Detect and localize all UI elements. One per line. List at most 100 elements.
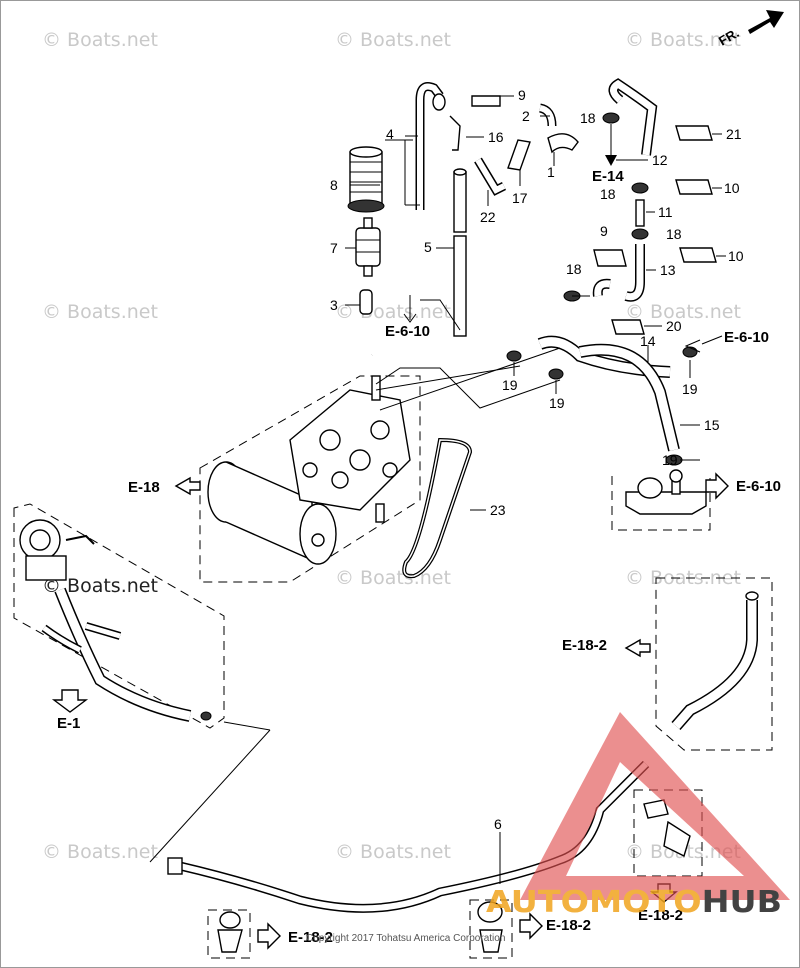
part-number: 19	[682, 381, 698, 397]
part-number: 11	[658, 204, 673, 220]
clamp-18	[602, 112, 620, 124]
fuel-hose-5	[453, 171, 467, 233]
ref-e-18-2: E-18-2	[638, 907, 683, 924]
part-number: 9	[518, 87, 526, 103]
ref-arrow	[705, 472, 729, 500]
watermark: © Boats.net	[625, 567, 741, 589]
watermark: © Boats.net	[625, 301, 741, 323]
logo-text-part1: AUTOMOTO	[486, 885, 702, 920]
watermark: © Boats.net	[42, 841, 158, 863]
clamp-19	[682, 346, 698, 358]
clamp-1	[547, 133, 579, 154]
ref-arrow	[519, 912, 543, 940]
copyright-text: Copyright 2017 Tohatsu America Corporati…	[306, 933, 505, 944]
part-number: 14	[640, 333, 656, 349]
part-number: 7	[330, 240, 338, 256]
clip-10	[675, 179, 713, 195]
fuel-filter-assembly	[345, 82, 579, 358]
joint-11	[635, 199, 645, 227]
ref-e-6-10: E-6-10	[724, 329, 769, 346]
clamp-19	[548, 368, 564, 380]
clip-20	[611, 319, 645, 335]
part-number: 19	[549, 395, 565, 411]
clamp-19	[506, 350, 522, 362]
carburetor-body	[289, 389, 411, 511]
ref-e-1: E-1	[57, 715, 80, 732]
part-number: 20	[666, 318, 682, 334]
ref-arrow	[51, 689, 89, 713]
ref-e-18-2: E-18-2	[546, 917, 591, 934]
ref-e-18-2: E-18-2	[288, 929, 333, 946]
part-number: 23	[490, 502, 506, 518]
part-number: 21	[726, 126, 742, 142]
ref-arrow	[624, 638, 651, 658]
watermark: © Boats.net	[42, 575, 158, 597]
vent-valve-base	[625, 491, 707, 515]
clip-9	[593, 249, 627, 267]
ref-e-18: E-18	[128, 479, 160, 496]
fuel-filter	[355, 227, 381, 267]
part-number: 18	[600, 186, 616, 202]
part-number: 13	[660, 262, 676, 278]
ref-e-14: E-14	[592, 168, 624, 185]
front-direction-indicator: FR.	[716, 10, 784, 49]
part-number: 18	[580, 110, 596, 126]
fuel-hose-3	[359, 289, 373, 315]
belt-23	[402, 437, 473, 579]
clip-dashed-box-left	[207, 909, 251, 959]
part-number: 16	[488, 129, 504, 145]
fuel-pump-17	[507, 139, 531, 171]
watermark: © Boats.net	[335, 29, 451, 51]
part-number: 22	[480, 209, 496, 225]
part-number: 15	[704, 417, 720, 433]
ref-e-6-10: E-6-10	[736, 478, 781, 495]
watermark: © Boats.net	[42, 29, 158, 51]
part-number: 19	[502, 377, 518, 393]
ref-e-6-10: E-6-10	[385, 323, 430, 340]
carburetor-assembly	[174, 347, 561, 583]
watermark: © Boats.net	[335, 841, 451, 863]
front-arrow-icon	[748, 10, 784, 34]
part-number: 6	[494, 816, 502, 832]
part-number: 3	[330, 297, 338, 313]
ref-arrow	[257, 922, 281, 950]
part-number-labels: 1 2 3 4 5 6 7 8 9 9 10 10 11 12 13 14 15…	[330, 87, 744, 832]
fuel-strainer	[349, 151, 383, 205]
part-number: 18	[666, 226, 682, 242]
watermark: © Boats.net	[335, 301, 451, 323]
part-number: 12	[652, 152, 668, 168]
part-number: 2	[522, 108, 530, 124]
part-number: 19	[662, 452, 678, 468]
part-number: 18	[566, 261, 582, 277]
logo-triangle-icon	[520, 712, 790, 900]
joint-16	[449, 115, 461, 151]
reference-labels: E-6-10 E-6-10 E-6-10 E-14 E-18 E-1 E-18-…	[57, 168, 781, 946]
part-number: 17	[512, 190, 528, 206]
ref-e-18-2: E-18-2	[562, 637, 607, 654]
part-number: 9	[600, 223, 608, 239]
part-number: 4	[386, 126, 394, 142]
logo-text-part2: HUB	[702, 885, 782, 920]
hose-dashed-box	[655, 577, 773, 751]
part-number: 5	[424, 239, 432, 255]
upper-right-hoses	[506, 78, 726, 531]
clamp-18	[631, 228, 649, 240]
left-fuel-pump	[13, 503, 225, 729]
part-number: 10	[724, 180, 740, 196]
part-number: 8	[330, 177, 338, 193]
clip-9	[471, 95, 501, 107]
part-number: 1	[547, 164, 555, 180]
pump-dashed-box	[13, 503, 225, 729]
ref-arrow	[174, 476, 201, 496]
watermark: © Boats.net	[335, 567, 451, 589]
carb-dashed-box	[199, 375, 421, 583]
part-number: 10	[728, 248, 744, 264]
watermark: © Boats.net	[625, 29, 741, 51]
watermark: © Boats.net	[42, 301, 158, 323]
clip-21	[675, 125, 713, 141]
clip-10	[679, 247, 717, 263]
clamp-18	[631, 182, 649, 194]
